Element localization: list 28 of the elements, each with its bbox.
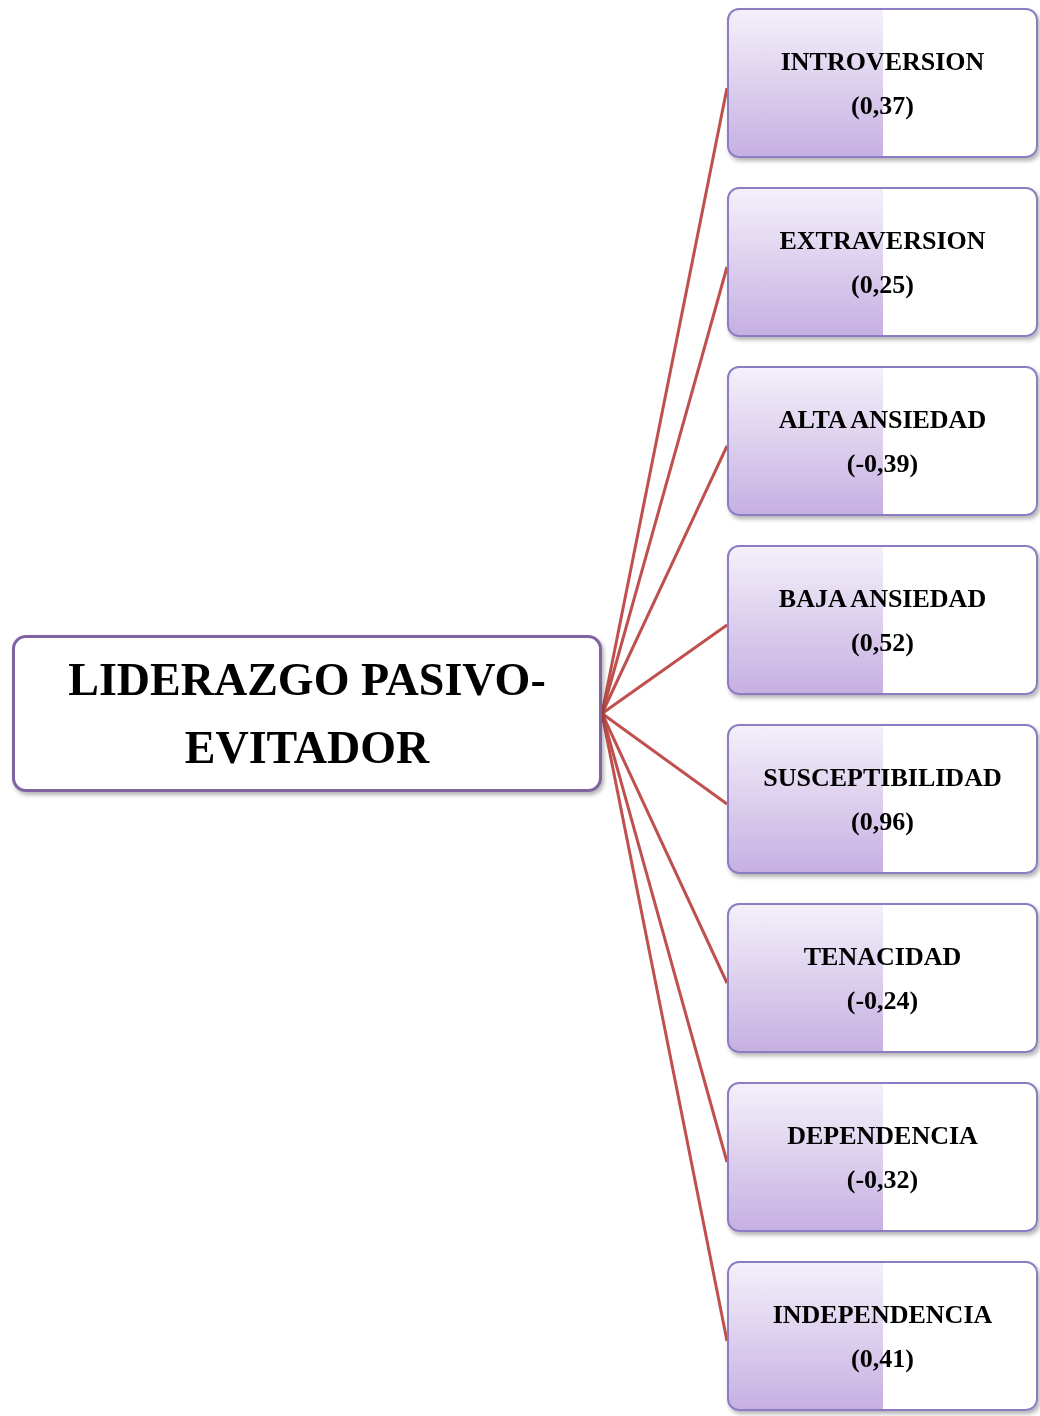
trait-coefficient: (0,41) (851, 1343, 914, 1375)
trait-coefficient: (0,37) (851, 90, 914, 122)
concept-title: LIDERAZGO PASIVO-EVITADOR (67, 652, 547, 775)
trait-box (727, 1261, 1038, 1411)
trait-name: ALTA ANSIEDAD (778, 404, 987, 436)
trait-name: BAJA ANSIEDAD (778, 583, 987, 615)
trait-coefficient: (0,25) (851, 269, 914, 301)
trait-name: INTROVERSION (780, 46, 985, 78)
trait-name: EXTRAVERSION (779, 225, 986, 257)
trait-name: DEPENDENCIA (787, 1120, 978, 1152)
trait-coefficient: (0,96) (851, 806, 914, 838)
trait-coefficient: (0,52) (851, 627, 914, 659)
trait-name: SUSCEPTIBILIDAD (763, 762, 1002, 794)
trait-box (727, 1082, 1038, 1232)
trait-box (727, 8, 1038, 158)
trait-box (727, 366, 1038, 516)
trait-box (727, 545, 1038, 695)
trait-box (727, 724, 1038, 874)
connector-line (601, 712, 728, 806)
trait-coefficient: (-0,32) (846, 1164, 919, 1196)
trait-box (727, 903, 1038, 1053)
connector-line (601, 623, 728, 715)
trait-name: TENACIDAD (803, 941, 962, 973)
trait-name: INDEPENDENCIA (772, 1299, 993, 1331)
trait-coefficient: (-0,24) (846, 985, 919, 1017)
trait-box (727, 187, 1038, 337)
trait-coefficient: (-0,39) (846, 448, 919, 480)
main-concept-box (12, 635, 602, 792)
